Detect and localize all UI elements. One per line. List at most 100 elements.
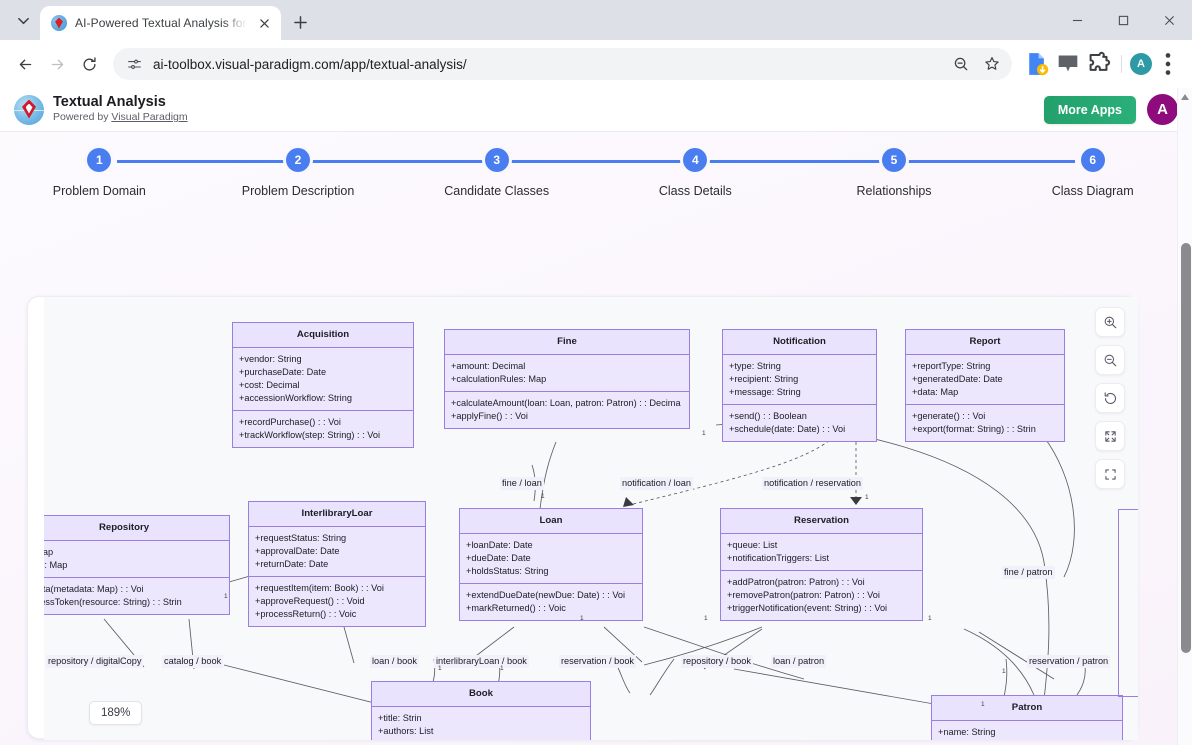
site-settings-button[interactable]: [125, 55, 144, 74]
visual-paradigm-link[interactable]: Visual Paradigm: [111, 111, 188, 124]
uml-class-patron[interactable]: Patron +name: String: [931, 695, 1123, 740]
attribute: +approvalDate: Date: [255, 545, 340, 556]
forward-arrow-icon: [51, 59, 63, 69]
attribute: +recipient: String: [729, 373, 799, 384]
class-name: Patron: [932, 696, 1122, 721]
operation: +approveRequest() : : Void: [255, 595, 365, 606]
scroll-up-arrow-icon[interactable]: [1181, 94, 1189, 100]
document-download-button[interactable]: [1023, 50, 1051, 78]
zoom-in-button[interactable]: [1095, 307, 1125, 337]
operation: +applyFine() : : Voi: [451, 410, 528, 421]
class-operations: +addPatron(patron: Patron) : : Voi +remo…: [721, 569, 922, 620]
tab-close-button[interactable]: [255, 13, 275, 33]
uml-class-interlibraryloan[interactable]: InterlibraryLoar +requestStatus: String …: [248, 501, 426, 627]
chrome-profile-avatar[interactable]: A: [1130, 53, 1152, 75]
relationship-label: fine / patron: [1002, 566, 1055, 579]
zoom-out-button[interactable]: [1095, 345, 1125, 375]
step-relationships[interactable]: 5 Relationships: [795, 132, 994, 212]
class-attributes: +reportType: String +generatedDate: Date…: [906, 355, 1064, 404]
attribute: +title: Strin: [378, 712, 422, 723]
operation: +removePatron(patron: Patron) : : Voi: [727, 589, 880, 600]
uml-class-repository[interactable]: Repository a: Map kens: Map tadata(metad…: [44, 515, 230, 615]
uml-class-reservation[interactable]: Reservation +queue: List +notificationTr…: [720, 508, 923, 621]
multiplicity: 1: [500, 665, 504, 672]
diagram-viewport[interactable]: Acquisition +vendor: String +purchaseDat…: [44, 297, 1138, 740]
operation: +markReturned() : : Voic: [466, 602, 566, 613]
close-window-button[interactable]: [1146, 0, 1192, 40]
relationship-label: loan / patron: [771, 655, 827, 668]
operation: +export(format: String) : : Strin: [912, 423, 1036, 434]
multiplicity: 1: [224, 593, 228, 600]
extensions-area: [1023, 50, 1113, 78]
fit-screen-button[interactable]: [1095, 421, 1125, 451]
extensions-button[interactable]: [1085, 50, 1113, 78]
forward-button[interactable]: [42, 49, 72, 79]
bookmark-button[interactable]: [978, 50, 1006, 78]
class-name: Report: [906, 330, 1064, 355]
step-label: Candidate Classes: [444, 184, 550, 198]
attribute: +amount: Decimal: [451, 360, 526, 371]
kebab-menu-icon: [1165, 53, 1171, 75]
page-scrollbar[interactable]: [1177, 88, 1192, 745]
step-candidate-classes[interactable]: 3 Candidate Classes: [397, 132, 596, 212]
attribute: +accessionWorkflow: String: [239, 392, 352, 403]
clipboard-icon: [1058, 55, 1078, 72]
extensions-puzzle-icon: [1089, 51, 1111, 71]
browser-tab[interactable]: AI-Powered Textual Analysis for: [40, 6, 281, 40]
browser-toolbar: ai-toolbox.visual-paradigm.com/app/textu…: [0, 40, 1192, 88]
class-name: Book: [372, 682, 590, 707]
reset-zoom-icon: [1104, 391, 1116, 404]
uml-class-notification[interactable]: Notification +type: String +recipient: S…: [722, 329, 877, 442]
page-content: Textual Analysis Powered by Visual Parad…: [0, 88, 1192, 745]
more-apps-button[interactable]: More Apps: [1043, 95, 1136, 124]
attribute: +authors: List: [378, 725, 434, 736]
toolbar-divider: [1121, 55, 1122, 73]
scrollbar-thumb[interactable]: [1180, 243, 1191, 653]
uml-class-clipped-right[interactable]: [1118, 509, 1138, 697]
user-avatar[interactable]: A: [1147, 94, 1178, 125]
diagram-canvas[interactable]: Acquisition +vendor: String +purchaseDat…: [44, 297, 1138, 740]
chevron-down-icon: [17, 17, 29, 24]
fullscreen-icon: [1104, 468, 1116, 480]
step-class-details[interactable]: 4 Class Details: [596, 132, 795, 212]
address-bar[interactable]: ai-toolbox.visual-paradigm.com/app/textu…: [113, 48, 1012, 80]
step-class-diagram[interactable]: 6 Class Diagram: [993, 132, 1192, 212]
chrome-menu-button[interactable]: [1154, 50, 1182, 78]
uml-class-fine[interactable]: Fine +amount: Decimal +calculationRules:…: [444, 329, 690, 429]
close-icon: [260, 18, 269, 28]
zoom-out-icon: [1104, 354, 1116, 366]
tab-search-button[interactable]: [6, 3, 40, 37]
zoom-out-button[interactable]: [947, 50, 975, 78]
operation: +triggerNotification(event: String) : : …: [727, 602, 888, 613]
fullscreen-button[interactable]: [1095, 459, 1125, 489]
back-button[interactable]: [10, 49, 40, 79]
document-download-icon: [1029, 53, 1049, 76]
multiplicity: 1: [702, 430, 706, 437]
uml-class-book[interactable]: Book +title: Strin +authors: List: [371, 681, 591, 740]
window-close-icon: [1164, 15, 1174, 25]
maximize-button[interactable]: [1100, 0, 1146, 40]
multiplicity: 1: [580, 615, 584, 622]
reset-zoom-button[interactable]: [1095, 383, 1125, 413]
diagram-content: Acquisition +vendor: String +purchaseDat…: [44, 297, 1138, 740]
clipboard-button[interactable]: [1054, 50, 1082, 78]
reload-button[interactable]: [74, 49, 104, 79]
multiplicity: 1: [981, 701, 985, 708]
minimize-button[interactable]: [1054, 0, 1100, 40]
uml-class-report[interactable]: Report +reportType: String +generatedDat…: [905, 329, 1065, 442]
step-problem-description[interactable]: 2 Problem Description: [199, 132, 398, 212]
uml-class-loan[interactable]: Loan +loanDate: Date +dueDate: Date +hol…: [459, 508, 643, 621]
class-name: InterlibraryLoar: [249, 502, 425, 527]
new-tab-button[interactable]: [287, 8, 315, 36]
window-controls: [1054, 0, 1192, 40]
stepper-steps: 1 Problem Domain 2 Problem Description 3…: [0, 132, 1192, 212]
attribute: +message: String: [729, 386, 801, 397]
step-problem-domain[interactable]: 1 Problem Domain: [0, 132, 199, 212]
uml-class-acquisition[interactable]: Acquisition +vendor: String +purchaseDat…: [232, 322, 414, 448]
relationship-label: interlibraryLoan / book: [434, 655, 529, 668]
class-name: Notification: [723, 330, 876, 355]
class-name: Reservation: [721, 509, 922, 534]
class-attributes: +queue: List +notificationTriggers: List: [721, 534, 922, 570]
attribute: +type: String: [729, 360, 781, 371]
